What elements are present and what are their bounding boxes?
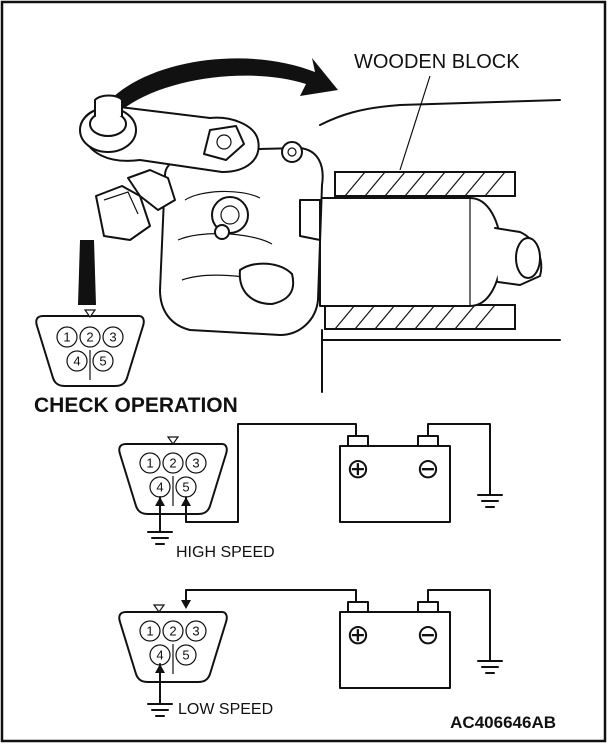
pin-5-label: 5 <box>99 354 106 369</box>
motor-cylinder <box>319 197 543 307</box>
rotation-arrow-icon <box>108 58 338 110</box>
pin-3-label: 3 <box>192 624 199 639</box>
connector-face-high: 1 2 3 4 5 <box>118 436 228 515</box>
low-speed-wiring <box>155 589 491 705</box>
pin-3-label: 3 <box>109 330 116 345</box>
pin-5-label: 5 <box>182 648 189 663</box>
pin-4-label: 4 <box>156 480 163 495</box>
battery-icon: ⊕ ⊖ <box>339 435 451 523</box>
ground-symbol-icon <box>147 524 173 545</box>
wooden-block-leader <box>399 75 431 171</box>
high-speed-label: HIGH SPEED <box>176 544 275 561</box>
pin-3-label: 3 <box>192 456 199 471</box>
pin-4-label: 4 <box>156 648 163 663</box>
pointer-arrow-icon <box>78 240 96 305</box>
wooden-block-label: WOODEN BLOCK <box>354 51 520 73</box>
battery-positive-terminal: ⊕ <box>346 453 369 484</box>
connector-face-low: 1 2 3 4 5 <box>118 604 228 683</box>
ground-symbol-icon <box>147 703 173 717</box>
ground-symbol-icon <box>477 653 503 674</box>
wooden-block-lower <box>324 304 516 330</box>
battery-negative-terminal: ⊖ <box>416 619 439 650</box>
pin-1-label: 1 <box>63 330 70 345</box>
pin-2-label: 2 <box>169 456 176 471</box>
figure-code: AC406646AB <box>450 713 556 732</box>
check-operation-heading: CHECK OPERATION <box>34 394 238 417</box>
motor-connector <box>95 169 176 241</box>
battery-icon: ⊕ ⊖ <box>339 601 451 689</box>
housing-top-edge <box>319 99 561 126</box>
pin-1-label: 1 <box>146 624 153 639</box>
wooden-block-upper <box>334 171 516 197</box>
pin-5-label: 5 <box>182 480 189 495</box>
high-speed-wiring <box>155 423 491 533</box>
pin-1-label: 1 <box>146 456 153 471</box>
low-speed-circuit: 1 2 3 4 5 ⊕ ⊖ <box>118 589 503 718</box>
high-speed-circuit: 1 2 3 4 5 <box>118 423 503 561</box>
pin-2-label: 2 <box>86 330 93 345</box>
low-speed-label: LOW SPEED <box>178 701 273 718</box>
crank-arm <box>79 94 260 173</box>
ground-symbol-icon <box>477 487 503 508</box>
pin-4-label: 4 <box>73 354 80 369</box>
pin-2-label: 2 <box>169 624 176 639</box>
battery-positive-terminal: ⊕ <box>346 619 369 650</box>
gearbox-housing <box>159 141 324 336</box>
motor-illustration: WOODEN BLOCK <box>78 51 561 393</box>
connector-face-top: 1 2 3 4 5 <box>35 309 145 387</box>
battery-negative-terminal: ⊖ <box>416 453 439 484</box>
